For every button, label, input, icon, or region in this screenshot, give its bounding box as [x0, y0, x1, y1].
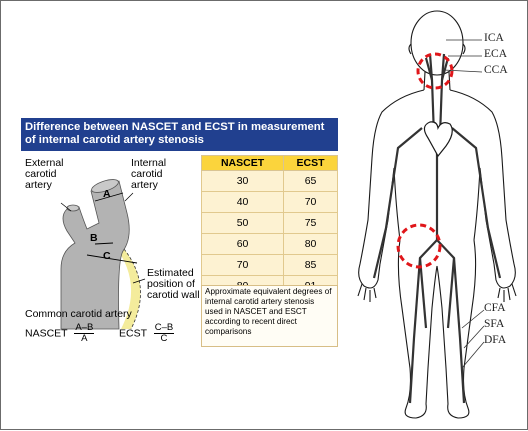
panel-title: Difference between NASCET and ECST in me… — [21, 118, 338, 151]
nascet-formula-label: NASCET — [25, 327, 67, 339]
measure-a-label: A — [103, 189, 111, 200]
heart-icon — [424, 122, 452, 156]
cca-label: CCA — [484, 64, 508, 76]
table-header-ecst: ECST — [284, 156, 338, 171]
table-header-nascet: NASCET — [202, 156, 284, 171]
measure-b-label: B — [90, 233, 98, 244]
external-carotid-label: External carotid artery — [25, 158, 64, 191]
cfa-label: CFA — [484, 302, 506, 314]
nascet-fraction: A–B A — [74, 323, 94, 344]
common-carotid-label: Common carotid artery — [25, 309, 132, 320]
dfa-label: DFA — [484, 334, 506, 346]
ecst-value: 70 — [284, 192, 338, 213]
nascet-denominator: A — [74, 334, 94, 344]
ecst-denominator: C — [154, 334, 174, 344]
eca-opening — [67, 205, 79, 211]
nascet-value: 70 — [202, 255, 284, 276]
ecst-formula-label: ECST — [119, 327, 147, 339]
nascet-formula: NASCET A–B A — [25, 323, 94, 344]
carotid-diagram: External carotid artery Internal carotid… — [21, 151, 201, 347]
nascet-value: 40 — [202, 192, 284, 213]
nascet-value: 60 — [202, 234, 284, 255]
vessel-tree — [374, 54, 500, 403]
panel-title-line1: Difference between NASCET and ECST in me… — [25, 121, 334, 134]
internal-carotid-label: Internal carotid artery — [131, 158, 166, 191]
nascet-value: 50 — [202, 213, 284, 234]
carotid-artery-shape — [61, 181, 129, 329]
carotid-highlight-circle — [418, 54, 452, 88]
table-footnote: Approximate equivalent degrees of intern… — [201, 285, 338, 347]
body-vascular-figure: ICA ECA CCA CFA SFA DFA — [350, 8, 520, 426]
nascet-value: 30 — [202, 171, 284, 192]
ecst-value: 80 — [284, 234, 338, 255]
ecst-value: 85 — [284, 255, 338, 276]
panel-title-line2: of internal carotid artery stenosis — [25, 134, 334, 147]
sfa-label: SFA — [484, 318, 504, 330]
ecst-formula: ECST C–B C — [119, 323, 174, 344]
ecst-value: 65 — [284, 171, 338, 192]
ecst-value: 75 — [284, 213, 338, 234]
measure-c-label: C — [103, 251, 111, 262]
ica-label: ICA — [484, 32, 504, 44]
ecst-fraction: C–B C — [154, 323, 174, 344]
eca-label: ECA — [484, 48, 507, 60]
estimated-wall-label: Estimated position of carotid wall — [147, 268, 200, 301]
nascet-ecst-panel: Difference between NASCET and ECST in me… — [21, 118, 338, 347]
table-header-row: NASCET ECST — [202, 156, 338, 171]
